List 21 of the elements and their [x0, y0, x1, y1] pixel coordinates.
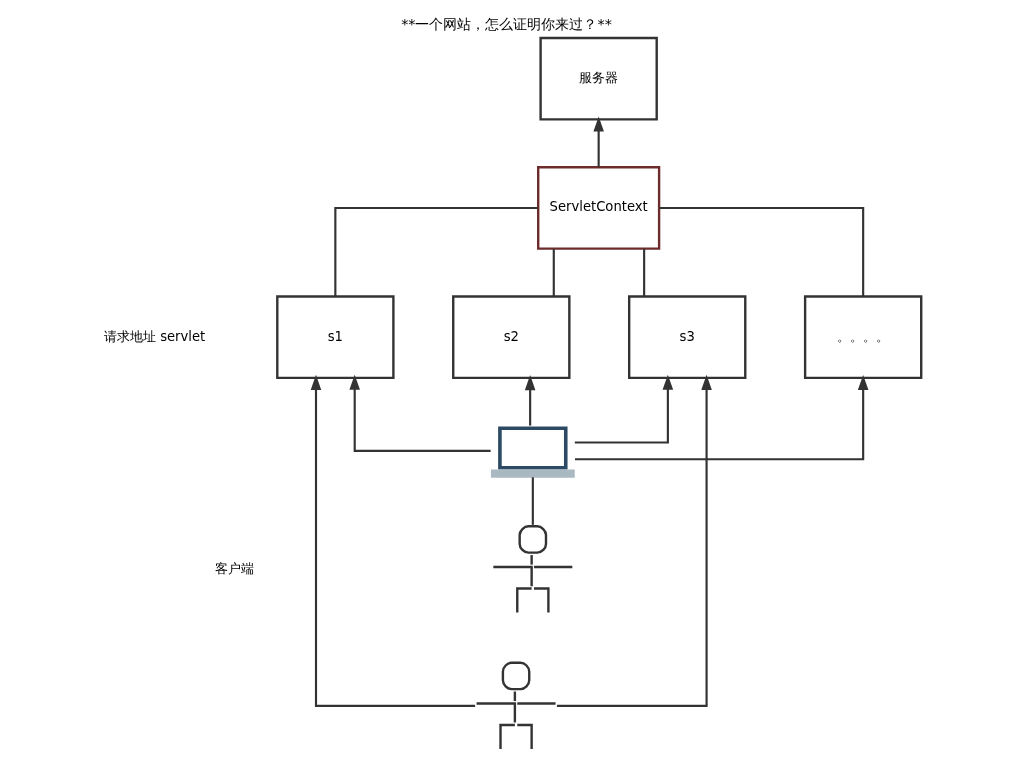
- node-box: s2: [452, 295, 571, 380]
- node-box: s3: [628, 295, 747, 380]
- diagram-title: **一个网站，怎么证明你来过？**: [401, 16, 612, 33]
- node-box: 服务器: [539, 36, 658, 121]
- connector: [531, 477, 534, 525]
- label: 请求地址 servlet: [104, 328, 206, 344]
- node-box: 。。。。: [803, 295, 923, 380]
- arrow: [556, 374, 712, 707]
- arrow: [574, 374, 674, 444]
- connector: [659, 206, 865, 297]
- connector: [643, 249, 646, 297]
- connector: [334, 206, 538, 297]
- arrow: [593, 116, 604, 168]
- label: 客户端: [215, 560, 255, 576]
- connector: [552, 249, 555, 297]
- node-box: ServletContext: [537, 166, 661, 250]
- arrow: [575, 374, 869, 461]
- arrow: [349, 374, 491, 452]
- node-box: s1: [276, 295, 395, 380]
- arrow: [310, 374, 476, 707]
- arrow: [524, 375, 536, 426]
